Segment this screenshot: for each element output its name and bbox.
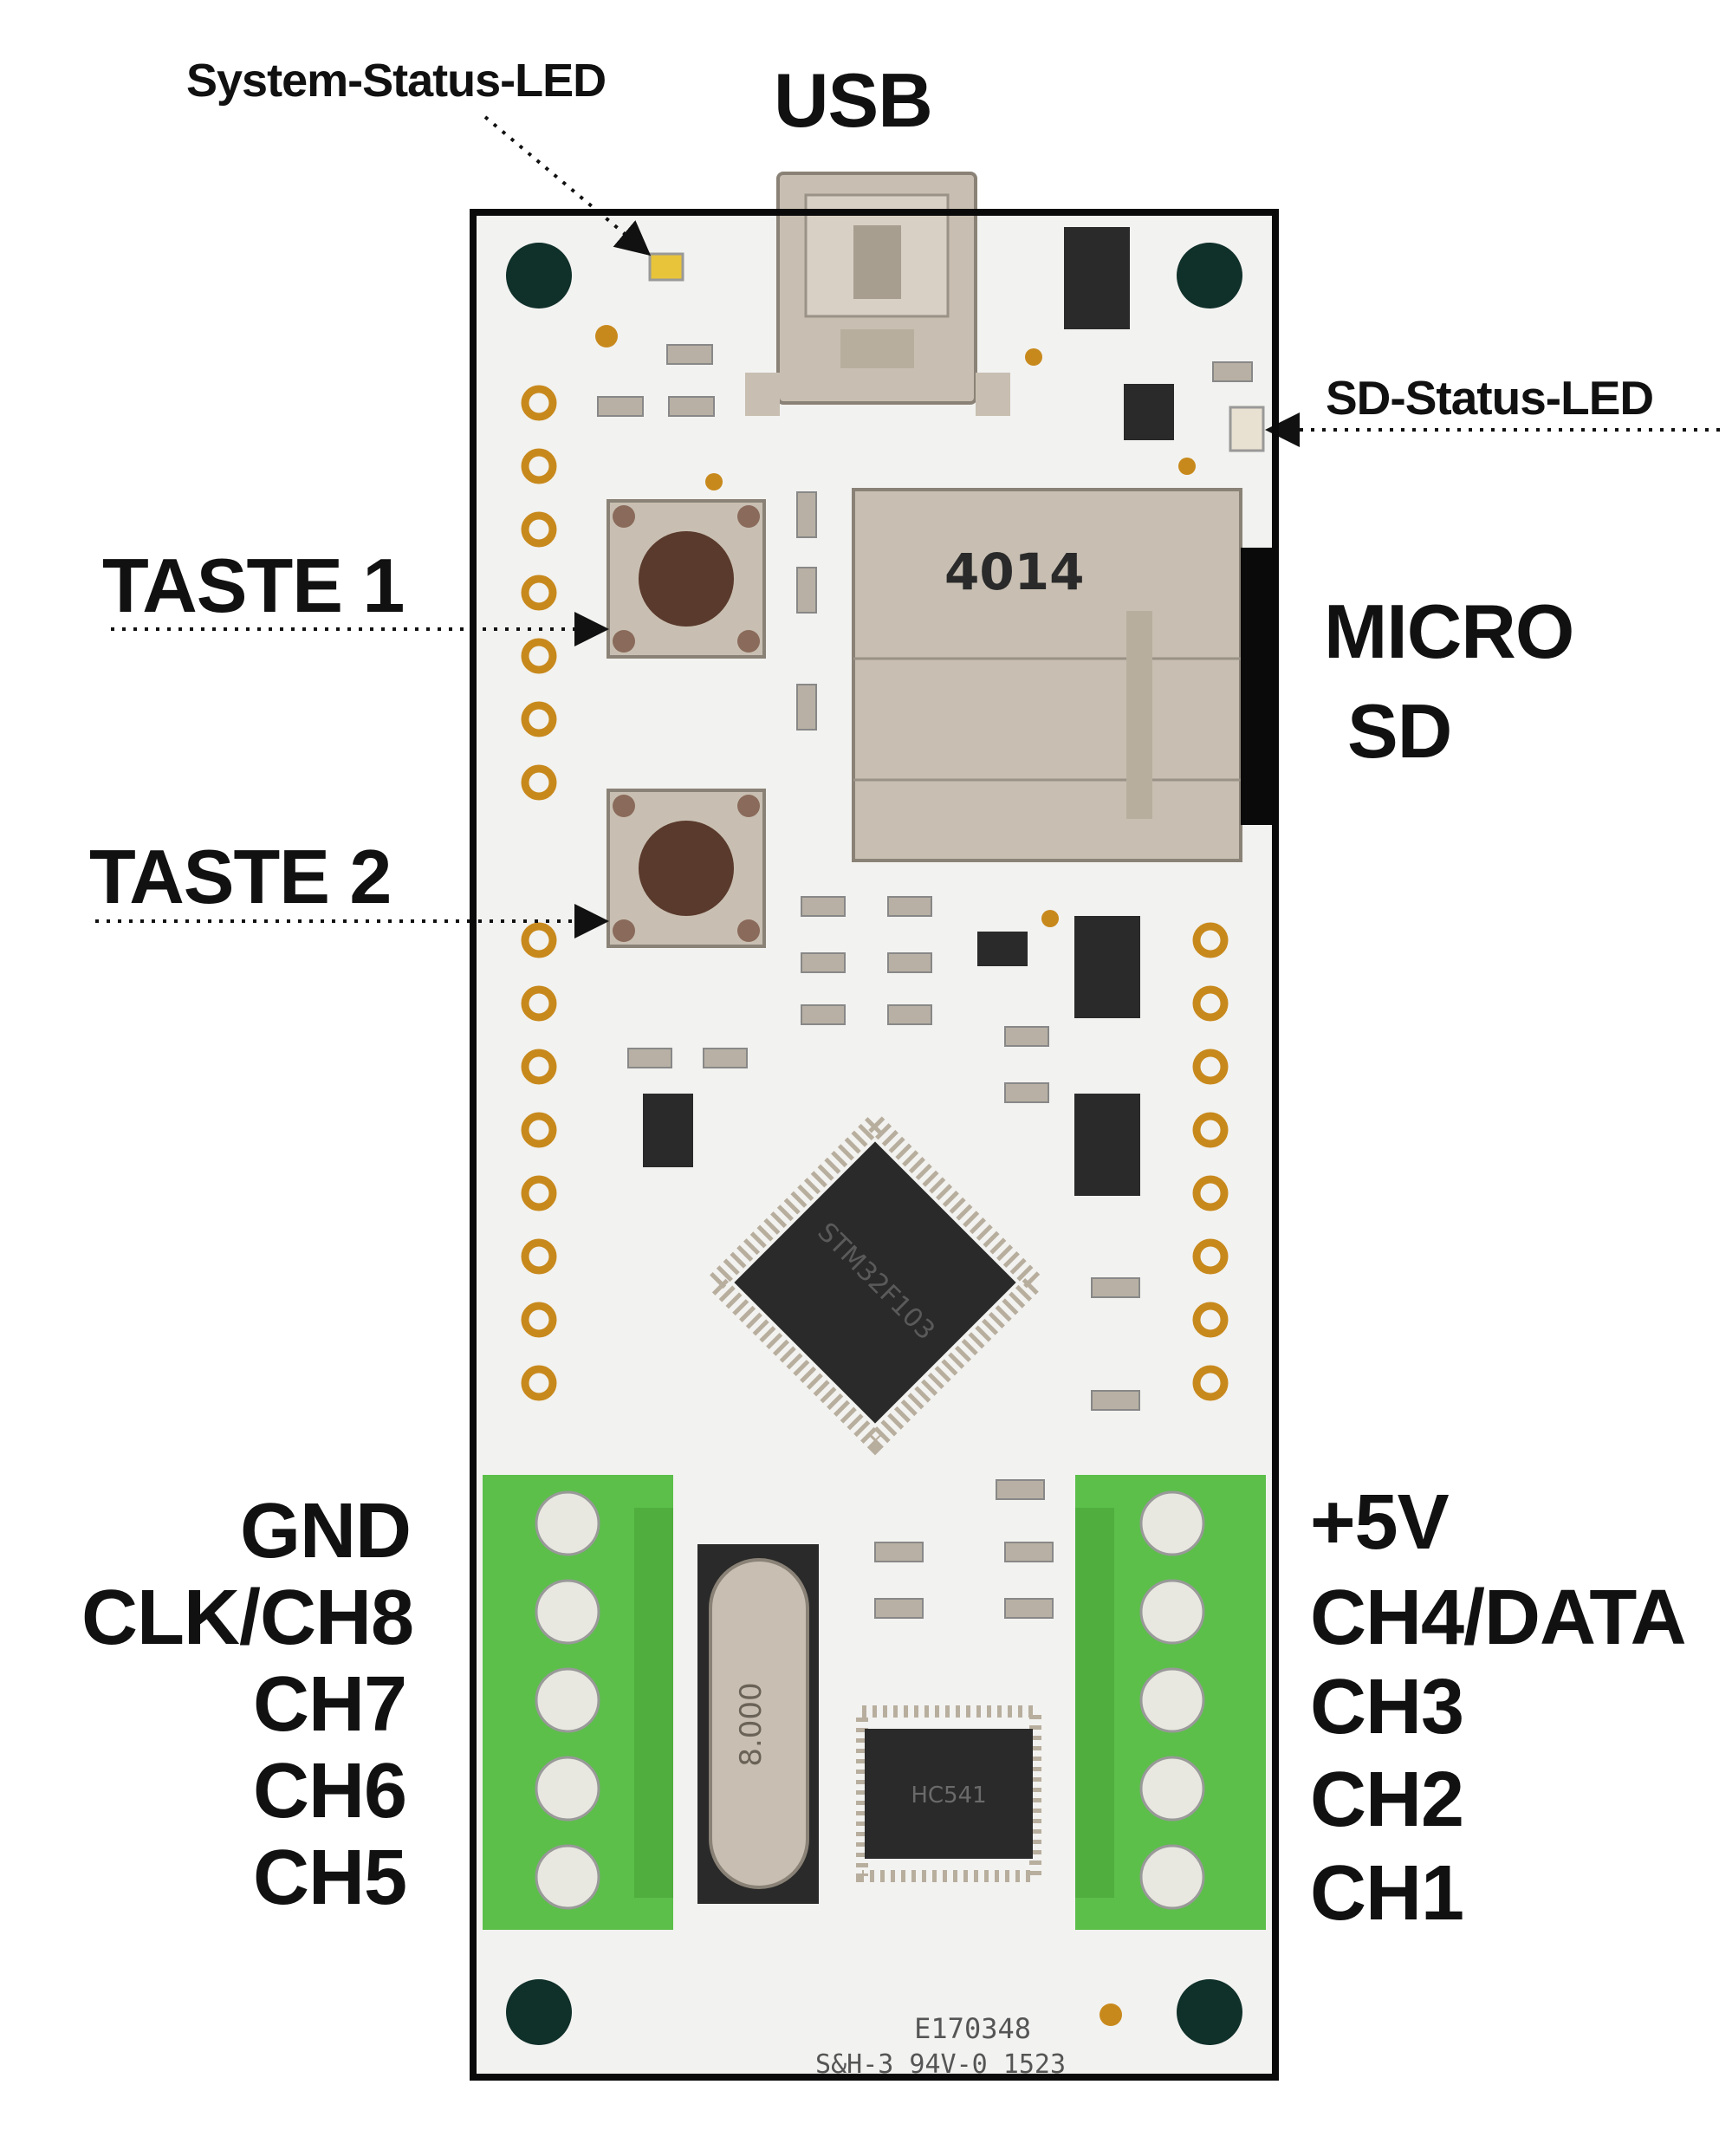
left-terminal-block [483, 1475, 673, 1930]
terminal-label-gnd: GND [240, 1488, 412, 1575]
micro-label: MICRO [1324, 588, 1574, 674]
crystal-marking: 8.000 [734, 1682, 769, 1766]
micro-sd-slot: 4014 [852, 488, 1242, 862]
mounting-holes [506, 243, 1242, 2045]
terminal-label-ch2: CH2 [1310, 1757, 1464, 1843]
left-header-pins [521, 385, 557, 1401]
system-status-led-label: System-Status-LED [186, 55, 607, 107]
stm32-mcu: STM32F103 [702, 1109, 1048, 1456]
right-terminal-block [1075, 1475, 1266, 1930]
taste-2-label: TASTE 2 [89, 834, 392, 919]
passive-components [597, 344, 1253, 1619]
taste-1-button [607, 499, 766, 659]
terminal-label-ch4-data: CH4/DATA [1310, 1575, 1687, 1661]
terminal-label-clk-ch8: CLK/CH8 [81, 1575, 414, 1661]
board-id-marking: E170348 [914, 2012, 1031, 2045]
terminal-label-ch3: CH3 [1310, 1664, 1464, 1750]
sd-card-edge [1241, 548, 1279, 825]
transistors [643, 384, 1174, 1167]
crystal-oscillator: 8.000 [697, 1544, 819, 1904]
ic-marking: HC541 [911, 1783, 986, 1809]
system-status-led [648, 252, 684, 282]
sd-tray-marking: 4014 [944, 542, 1084, 601]
terminal-label-ch5: CH5 [252, 1835, 407, 1921]
callout-lines [95, 115, 1720, 938]
right-header-pins [1192, 922, 1229, 1401]
sd-status-led [1229, 406, 1265, 452]
sd-label: SD [1347, 688, 1452, 774]
sd-status-led-label: SD-Status-LED [1326, 371, 1654, 425]
terminal-label-ch7: CH7 [252, 1661, 407, 1748]
hc541-chip: HC541 [856, 1705, 1041, 1882]
usb-label: USB [774, 57, 933, 143]
board-outline [470, 209, 1279, 2081]
terminal-label-ch1: CH1 [1310, 1850, 1464, 1937]
vias [595, 325, 1196, 2026]
system-status-led-pointer [483, 115, 652, 257]
terminal-label-ch6: CH6 [252, 1748, 407, 1835]
capacitors [1064, 227, 1140, 1196]
terminal-label-5v: +5V [1310, 1479, 1450, 1566]
taste-1-label: TASTE 1 [102, 542, 405, 628]
taste-2-button [607, 789, 766, 948]
